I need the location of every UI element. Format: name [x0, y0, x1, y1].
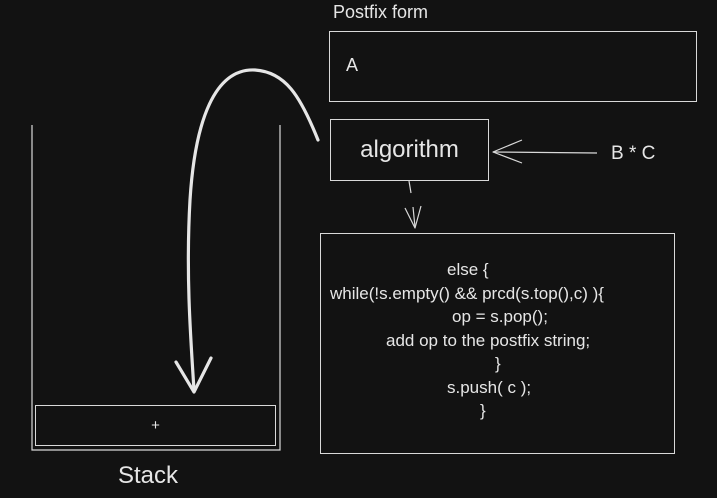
code-line: } — [480, 401, 486, 420]
code-line: while(!s.empty() && prcd(s.top(),c) ){ — [330, 283, 604, 303]
code-box: else { while(!s.empty() && prcd(s.top(),… — [320, 233, 675, 454]
push-arrow-curve — [186, 68, 320, 392]
input-arrow-line — [492, 151, 598, 154]
code-line: op = s.pop(); — [452, 307, 548, 326]
stack-item-box: + — [35, 405, 276, 446]
input-arrow-head-icon — [492, 139, 523, 164]
code-line: add op to the postfix string; — [386, 330, 591, 350]
postfix-output-value: A — [346, 55, 359, 75]
input-expression: B * C — [611, 143, 656, 164]
stack-container-outline — [31, 125, 281, 451]
code-line: s.push( c ); — [447, 377, 532, 397]
algorithm-label: algorithm — [360, 136, 459, 163]
push-arrow-head-icon — [174, 356, 213, 394]
stack-label: Stack — [118, 462, 179, 489]
code-line: } — [495, 354, 501, 373]
postfix-output-box: A — [329, 31, 697, 102]
algorithm-box: algorithm — [330, 119, 489, 181]
down-arrow-line — [408, 180, 416, 228]
postfix-form-title: Postfix form — [333, 2, 429, 22]
down-arrow-head-icon — [404, 205, 422, 229]
code-line: else { — [447, 260, 489, 279]
stack-item-value: + — [151, 417, 160, 434]
code-block: else { while(!s.empty() && prcd(s.top(),… — [321, 258, 674, 423]
